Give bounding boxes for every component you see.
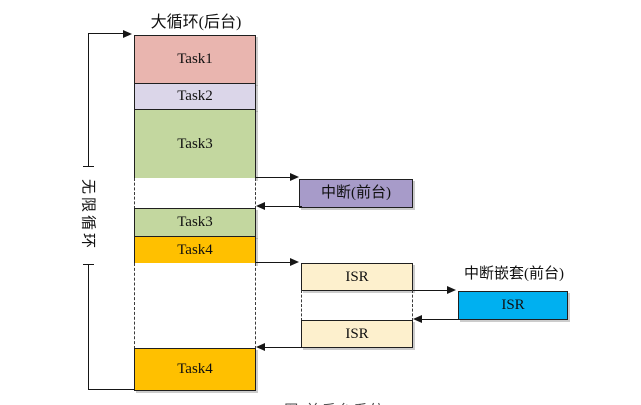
arrow-isr-return-to-task4: [264, 347, 302, 348]
task2-box: Task2: [134, 83, 256, 110]
arrow-isr-to-nested-isr: [413, 290, 449, 291]
arrowhead-right-icon: [123, 30, 132, 38]
task2-label: Task2: [177, 88, 213, 104]
loop-line-top: [88, 33, 124, 34]
arrowhead-right-icon: [290, 258, 299, 266]
infinite-loop-label: 无限循环: [79, 178, 96, 252]
arrowhead-left-icon: [256, 202, 265, 210]
clipped-caption: 图 前后台系统: [228, 400, 442, 405]
arrow-nested-isr-return: [421, 319, 458, 320]
task3-box-resumed: Task3: [134, 208, 256, 237]
isr1-label: ISR: [345, 268, 369, 285]
loop-line-vertical-lower: [88, 264, 89, 390]
arrowhead-right-icon: [290, 173, 299, 181]
arrowhead-right-icon: [447, 286, 456, 294]
isr-idle-gap: [301, 290, 413, 321]
loop-line-bottom: [88, 389, 135, 390]
loop-line-tick-top: [83, 166, 94, 167]
task4-resumed-label: Task4: [177, 361, 213, 377]
nested-interrupt-title: 中断嵌套(前台): [464, 266, 564, 282]
loop-line-vertical-upper: [88, 33, 89, 167]
arrowhead-left-icon: [413, 315, 422, 323]
task4-label: Task4: [177, 241, 213, 258]
arrowhead-left-icon: [256, 343, 265, 351]
arrow-task3-to-interrupt: [256, 177, 294, 178]
isr-box-1: ISR: [301, 263, 413, 291]
arrow-task4-to-isr: [256, 262, 294, 263]
task3-box: Task3: [134, 109, 256, 179]
nested-isr-label: ISR: [501, 297, 525, 313]
isr-box-2: ISR: [301, 320, 413, 348]
idle-gap-interrupt: [134, 178, 256, 209]
task3-label: Task3: [177, 135, 213, 152]
arrow-interrupt-return: [262, 206, 302, 207]
task1-box: Task1: [134, 35, 256, 84]
interrupt-box: 中断(前台): [299, 179, 413, 208]
interrupt-label: 中断(前台): [321, 185, 391, 201]
task3-resumed-label: Task3: [177, 214, 213, 230]
nested-isr-box: ISR: [458, 291, 568, 320]
task4-box: Task4: [134, 236, 256, 264]
idle-gap-isr: [134, 263, 256, 349]
isr2-label: ISR: [345, 325, 369, 342]
task4-box-resumed: Task4: [134, 348, 256, 391]
diagram-title: 大循环(后台): [150, 14, 242, 31]
task1-label: Task1: [177, 51, 213, 67]
